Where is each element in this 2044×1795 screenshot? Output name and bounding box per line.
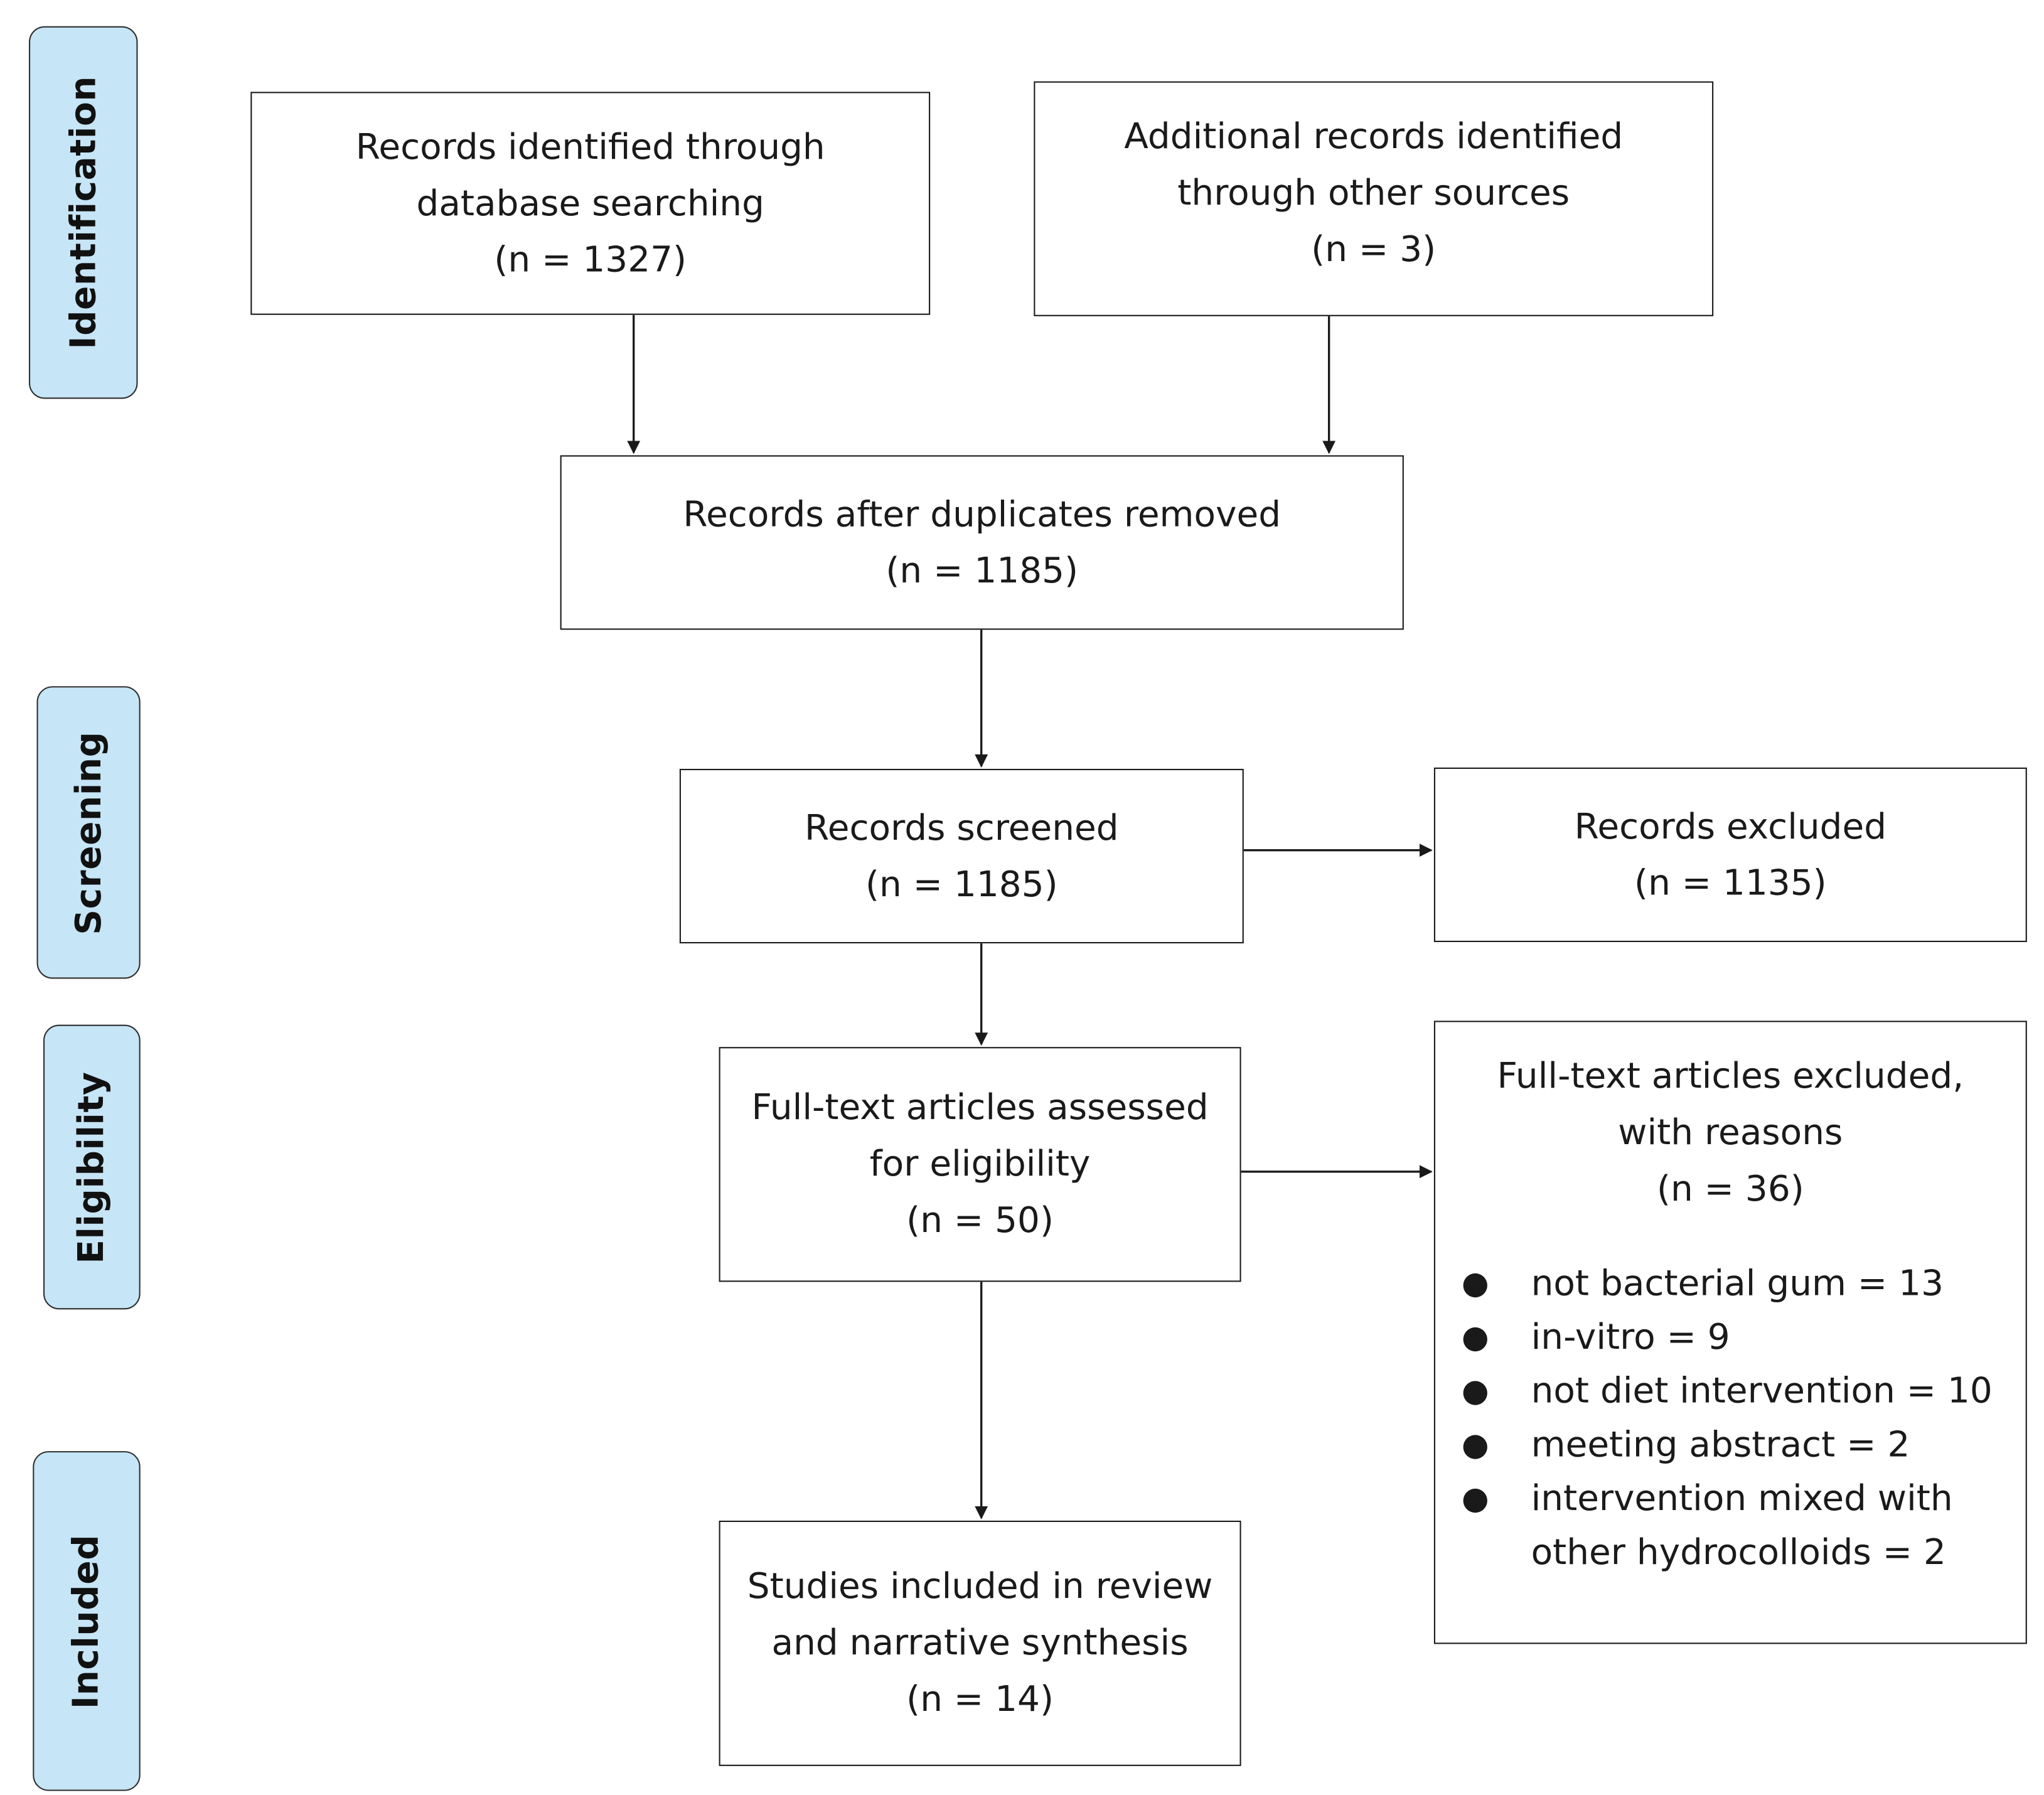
box-count: (n = 14) <box>906 1679 1054 1720</box>
box-count: (n = 3) <box>1311 229 1437 271</box>
exclusion-reasons-list: ● not bacterial gum = 13 ● in-vitro = 9 … <box>1435 1257 2026 1580</box>
exclusion-reason: ● meeting abstract = 2 <box>1435 1418 2026 1472</box>
bullet-icon: ● <box>1461 1480 1489 1517</box>
box-database-records: Records identified through database sear… <box>250 92 931 315</box>
exclusion-reason: ● intervention mixed with other hydrocol… <box>1435 1472 2026 1580</box>
box-count: (n = 1135) <box>1634 862 1827 904</box>
box-count: (n = 1185) <box>865 864 1058 905</box>
box-line: Records excluded <box>1574 806 1887 847</box>
box-line: through other sources <box>1177 173 1570 214</box>
exclusion-reason: ● not bacterial gum = 13 <box>1435 1257 2026 1311</box>
bullet-icon: ● <box>1461 1426 1489 1463</box>
box-duplicates-removed: Records after duplicates removed (n = 11… <box>560 455 1404 630</box>
exclusion-reason-text: not diet intervention = 10 <box>1531 1371 1993 1412</box>
box-count: (n = 1185) <box>886 550 1079 591</box>
phase-included: Included <box>33 1451 141 1791</box>
exclusion-reason-text: not bacterial gum = 13 <box>1531 1263 1944 1304</box>
box-studies-included: Studies included in review and narrative… <box>719 1520 1241 1766</box>
exclusion-reason-text: intervention mixed with other hydrocollo… <box>1531 1478 1953 1573</box>
box-line: for eligibility <box>869 1144 1091 1185</box>
box-line: database searching <box>416 183 764 224</box>
bullet-icon: ● <box>1461 1265 1489 1302</box>
box-count: (n = 36) <box>1656 1169 1804 1210</box>
box-records-screened: Records screened (n = 1185) <box>679 769 1244 944</box>
box-line: and narrative synthesis <box>771 1622 1189 1664</box>
box-line: Full-text articles excluded, <box>1497 1056 1964 1097</box>
box-line: Records screened <box>805 807 1119 849</box>
box-other-sources: Additional records identified through ot… <box>1034 81 1714 316</box>
bullet-icon: ● <box>1461 1372 1489 1410</box>
box-count: (n = 50) <box>906 1200 1054 1241</box>
exclusion-reason-text: in-vitro = 9 <box>1531 1317 1730 1358</box>
exclusion-reason: ● not diet intervention = 10 <box>1435 1364 2026 1418</box>
phase-screening: Screening <box>36 686 141 979</box>
box-records-excluded: Records excluded (n = 1135) <box>1433 767 2027 942</box>
box-fulltext-assessed: Full-text articles assessed for eligibil… <box>719 1047 1241 1282</box>
phase-identification: Identification <box>28 26 138 399</box>
box-line: Full-text articles assessed <box>751 1088 1209 1128</box>
phase-eligibility: Eligibility <box>43 1024 141 1310</box>
box-fulltext-excluded: Full-text articles excluded, with reason… <box>1433 1021 2027 1644</box>
bullet-icon: ● <box>1461 1318 1489 1356</box>
box-line: with reasons <box>1618 1112 1843 1154</box>
exclusion-reason: ● in-vitro = 9 <box>1435 1310 2026 1364</box>
box-line: Studies included in review <box>747 1567 1213 1607</box>
box-line: Records after duplicates removed <box>683 494 1282 535</box>
exclusion-reason-text: meeting abstract = 2 <box>1531 1425 1910 1466</box>
box-line: Additional records identified <box>1124 117 1624 158</box>
box-count: (n = 1327) <box>494 239 687 281</box>
box-line: Records identified through <box>355 126 825 168</box>
